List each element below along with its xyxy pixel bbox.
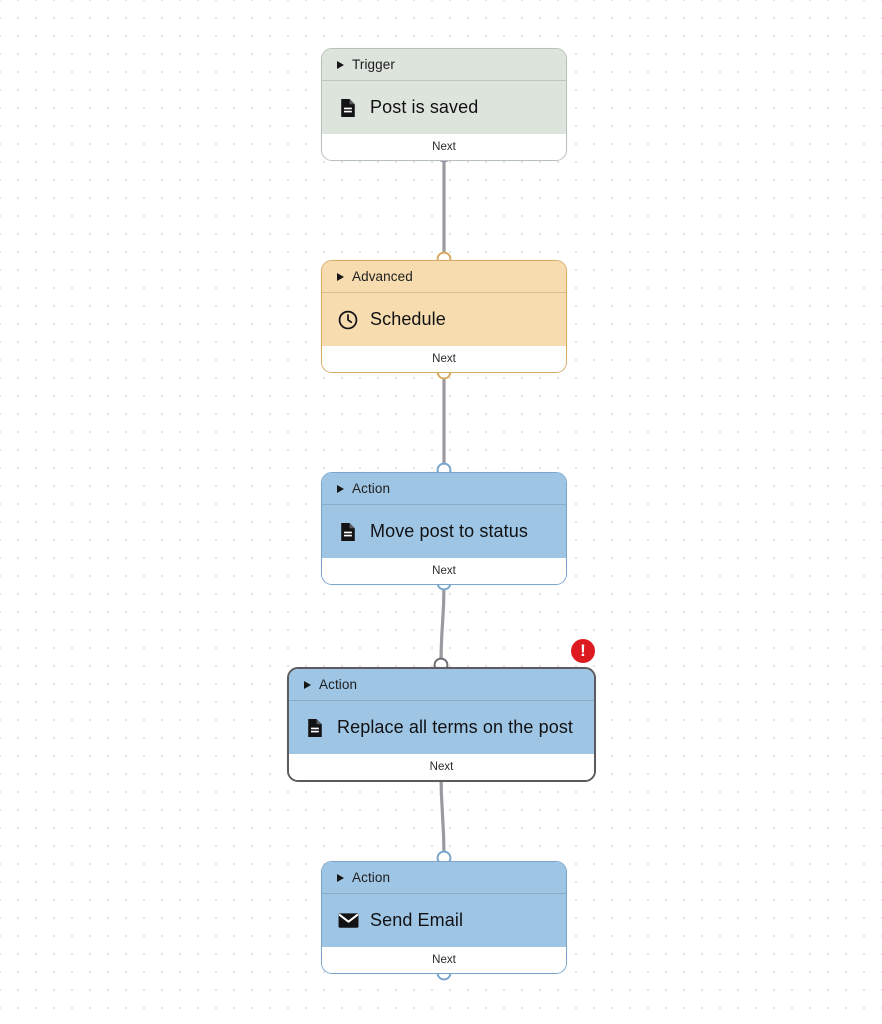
node-body[interactable]: Send Email [322, 893, 566, 947]
chevron-right-icon[interactable] [337, 873, 344, 882]
node-header[interactable]: Action [289, 669, 594, 700]
node-kind-label: Action [352, 870, 391, 885]
node-title: Post is saved [370, 97, 479, 117]
node-next-label: Next [429, 761, 454, 773]
node-next-label: Next [432, 353, 456, 365]
node-body[interactable]: Post is saved [322, 80, 566, 134]
clock-icon [336, 308, 360, 332]
node-kind-label: Trigger [352, 57, 395, 72]
node-body[interactable]: Schedule [322, 292, 566, 346]
node-header[interactable]: Action [322, 473, 566, 504]
chevron-right-icon[interactable] [337, 272, 344, 281]
node-next-label: Next [432, 565, 456, 577]
document-icon [336, 96, 360, 120]
node-header[interactable]: Trigger [322, 49, 566, 80]
node-body[interactable]: Replace all terms on the post [289, 700, 594, 754]
edge-action-to-replace[interactable] [439, 581, 446, 667]
node-header[interactable]: Advanced [322, 261, 566, 292]
node-title: Replace all terms on the post [337, 717, 574, 737]
node-title: Move post to status [370, 521, 528, 541]
node-header[interactable]: Action [322, 862, 566, 893]
node-next-footer[interactable]: Next [322, 947, 566, 973]
envelope-icon [336, 909, 360, 933]
node-kind-label: Action [352, 481, 391, 496]
error-badge-glyph: ! [580, 641, 586, 660]
node-kind-label: Action [319, 677, 358, 692]
edge-replace-to-email[interactable] [439, 770, 446, 860]
node-next-label: Next [432, 954, 456, 966]
chevron-right-icon[interactable] [337, 484, 344, 493]
error-badge-icon[interactable]: ! [571, 639, 595, 663]
node-next-footer[interactable]: Next [322, 134, 566, 160]
node-kind-label: Advanced [352, 269, 413, 284]
node-title: Send Email [370, 910, 464, 930]
node-next-footer[interactable]: Next [289, 754, 594, 780]
node-next-label: Next [432, 141, 456, 153]
node-title: Schedule [370, 309, 446, 329]
node-next-footer[interactable]: Next [322, 346, 566, 372]
node-body[interactable]: Move post to status [322, 504, 566, 558]
chevron-right-icon[interactable] [304, 680, 311, 689]
chevron-right-icon[interactable] [337, 60, 344, 69]
document-icon [303, 716, 327, 740]
node-next-footer[interactable]: Next [322, 558, 566, 584]
document-icon [336, 520, 360, 544]
